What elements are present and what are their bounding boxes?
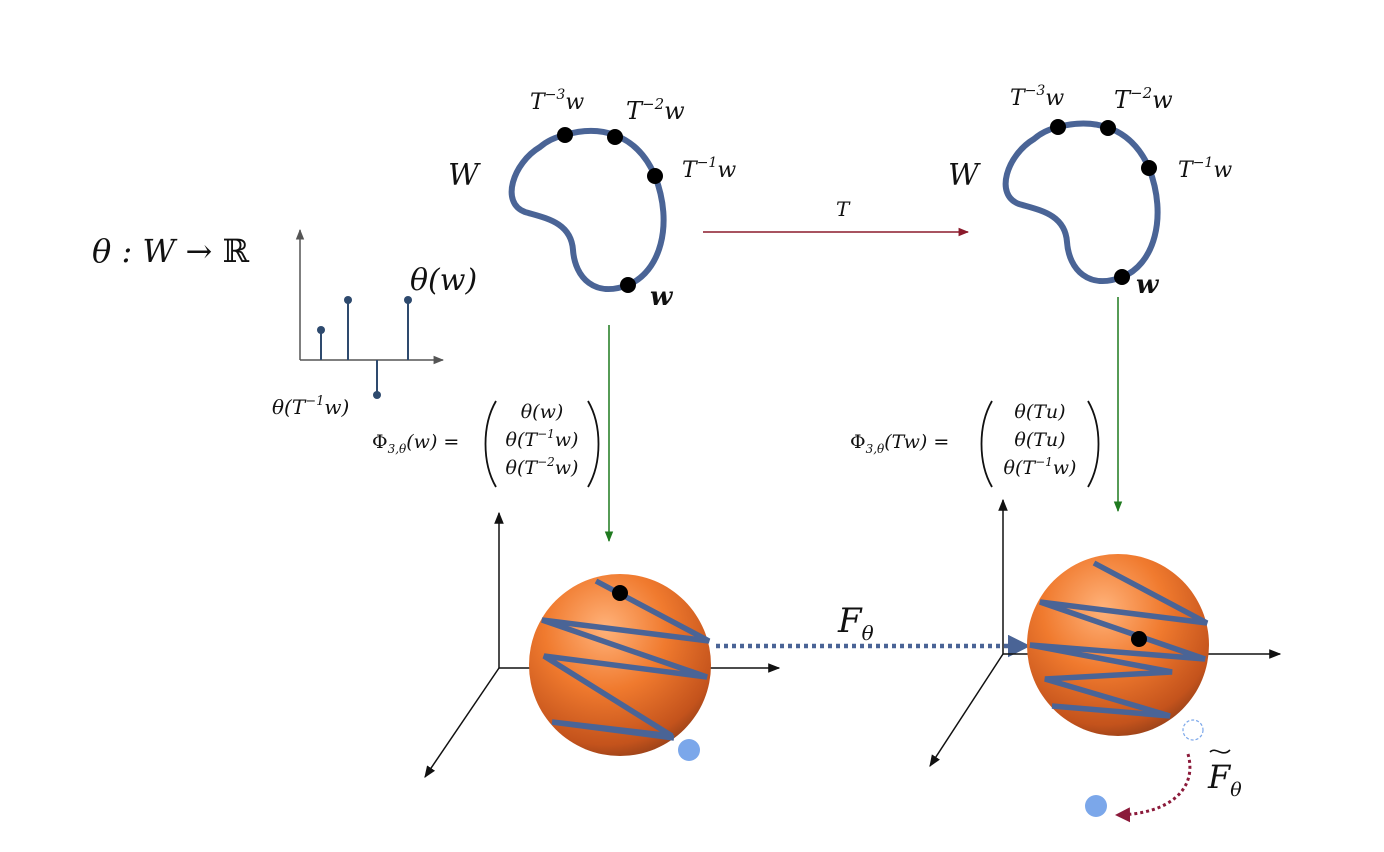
theta-function-panel: θ : W → ℝ θ(w) θ(T−1w): [92, 228, 477, 419]
right-phi-lhs: Φ3,θ(Tw) =: [850, 431, 949, 456]
right-axis-y: [929, 653, 1004, 768]
right-loop-curve: [1002, 120, 1161, 285]
left-entry-1: θ(T−1w): [506, 427, 579, 451]
right-embedding-formula: Φ3,θ(Tw) = θ(Tu) θ(Tu) θ(T−1w): [850, 400, 1100, 488]
left-blue-point: [678, 739, 700, 761]
theta-map-label: θ : W → ℝ: [92, 232, 249, 270]
stem-marker: [317, 326, 325, 334]
stem-marker: [344, 296, 352, 304]
right-space-W: W T−3w T−2w T−1w w: [948, 83, 1232, 300]
right-label-T-2w: T−2w: [1114, 84, 1173, 114]
left-label-T-2w: T−2w: [626, 95, 685, 125]
right-point-T-2w: [1100, 120, 1116, 136]
T-arrow-label: T: [836, 197, 851, 221]
theta-Tinv-w-label: θ(T−1w): [272, 394, 349, 419]
F-tilde-arrow: [1115, 753, 1192, 823]
left-phi-lhs: Φ3,θ(w) =: [372, 431, 459, 456]
right-point-w: [1114, 269, 1130, 285]
left-point-T-1w: [647, 168, 663, 184]
left-label-w: w: [650, 282, 674, 312]
right-trajectory-zigzag: [1029, 560, 1209, 719]
left-matrix-close-paren: [587, 400, 600, 488]
left-axis-y: [424, 667, 500, 778]
left-label-T-3w: T−3w: [530, 87, 584, 115]
right-point-T-3w: [1050, 119, 1066, 135]
theta-w-label: θ(w): [410, 263, 477, 298]
right-point-T-1w: [1141, 160, 1157, 176]
left-embedding-space: [424, 511, 781, 778]
stem-marker: [373, 391, 381, 399]
right-embedding-space: Fθ: [929, 498, 1282, 823]
left-point-T-2w: [607, 129, 623, 145]
left-trajectory-zigzag: [541, 578, 711, 741]
F-tilde-tilde-mark: [1209, 749, 1231, 754]
right-label-T-3w: T−3w: [1010, 83, 1064, 111]
left-point-w: [620, 277, 636, 293]
left-entry-0: θ(w): [521, 401, 564, 423]
left-point-T-3w: [557, 127, 573, 143]
right-matrix-open-paren: [980, 400, 993, 488]
left-loop-curve: [508, 128, 667, 293]
stem-plot-stems: [317, 296, 412, 399]
right-label-T-1w: T−1w: [1178, 155, 1232, 183]
right-label-w: w: [1136, 270, 1160, 300]
right-blue-point: [1085, 795, 1107, 817]
right-entry-2: θ(T−1w): [1004, 455, 1077, 479]
right-space-label: W: [948, 158, 981, 193]
left-embedded-point: [612, 585, 628, 601]
stem-marker: [404, 296, 412, 304]
F-theta-arrow: Fθ: [716, 601, 1031, 658]
F-tilde-label: Fθ: [1207, 758, 1242, 801]
left-space-label: W: [448, 158, 481, 193]
F-theta-label: Fθ: [837, 601, 874, 645]
left-matrix-open-paren: [484, 400, 497, 488]
left-space-W: W T−3w T−2w T−1w w: [448, 87, 736, 312]
right-matrix-close-paren: [1087, 400, 1100, 488]
left-embedding-formula: Φ3,θ(w) = θ(w) θ(T−1w) θ(T−2w): [372, 400, 600, 488]
right-embedded-point: [1131, 631, 1147, 647]
left-entry-2: θ(T−2w): [506, 455, 579, 479]
right-hollow-point: [1182, 719, 1204, 741]
right-entry-0: θ(Tu): [1014, 401, 1065, 423]
T-map-arrow: T: [703, 197, 970, 237]
left-label-T-1w: T−1w: [682, 155, 736, 183]
right-entry-1: θ(Tu): [1014, 429, 1065, 451]
